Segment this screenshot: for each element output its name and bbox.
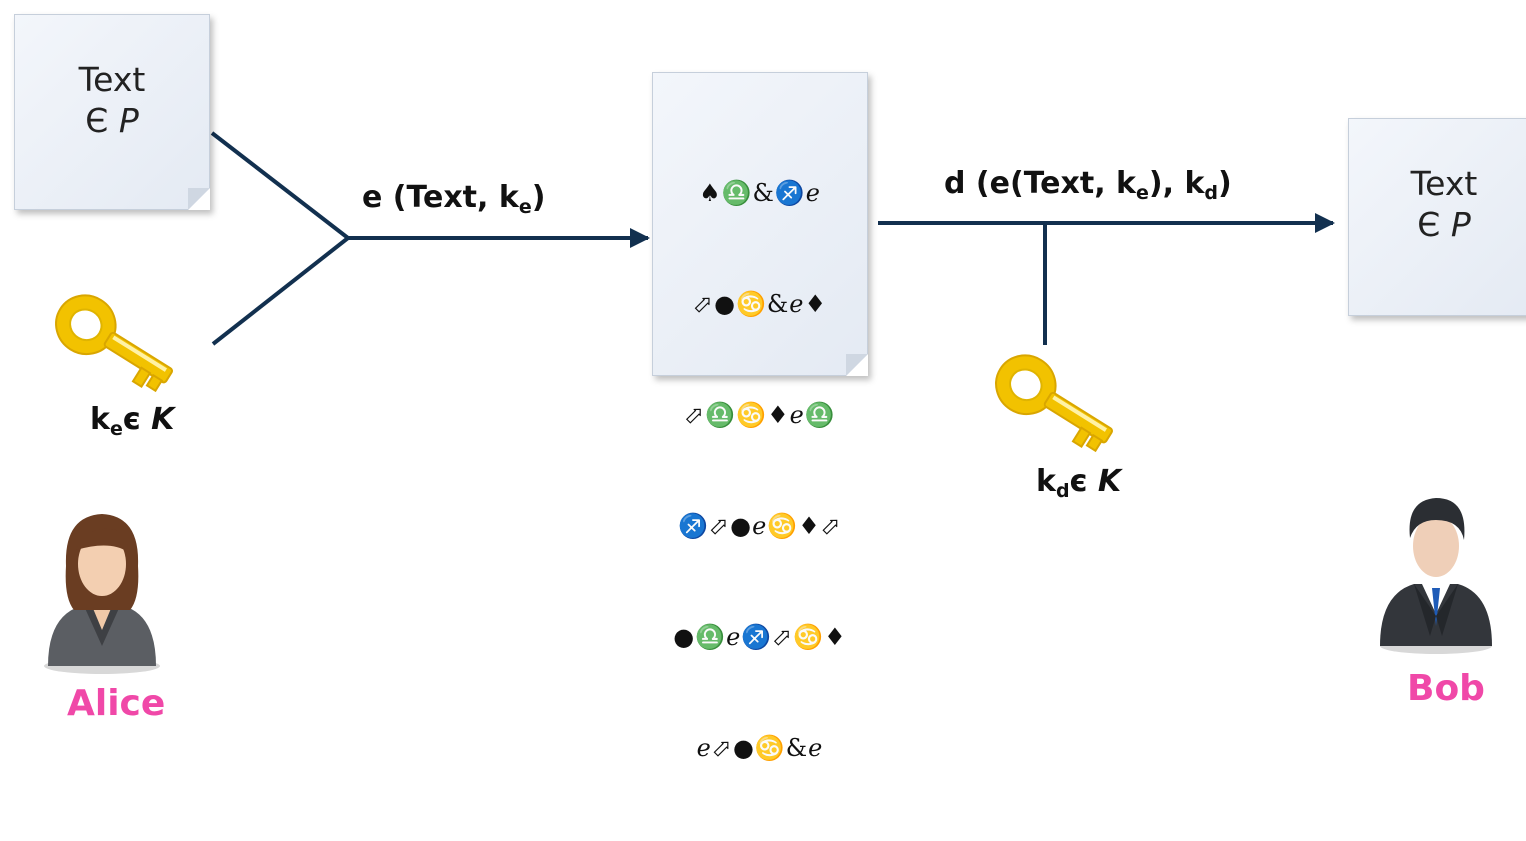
received-set: P: [1450, 205, 1471, 245]
decrypt-label-sub1: e: [1136, 182, 1149, 204]
key-input-line: [211, 236, 350, 346]
ciphertext-line: ♐⬀●ℯ♋♦⬀: [678, 512, 842, 540]
encryption-key-icon: [55, 294, 174, 393]
ciphertext-line: ♠♎&♐ℯ: [699, 179, 821, 207]
key-sub: d: [1055, 480, 1070, 502]
received-document: Text Є P: [1348, 118, 1526, 316]
key-letter: k: [1036, 464, 1056, 499]
encryption-key-label: keє K: [90, 402, 174, 440]
ciphertext-line: ⬀♎♋♦ℯ♎: [684, 401, 836, 429]
decrypt-function-label: d (e(Text, ke), kd): [944, 166, 1232, 204]
ciphertext-line: ℯ⬀●♋&ℯ: [696, 734, 824, 762]
encrypt-function-label: e (Text, ke): [362, 180, 545, 218]
key-set: K: [1097, 464, 1122, 499]
decrypt-label-prefix: d (e(Text, k: [944, 166, 1136, 201]
membership-symbol: Є: [85, 101, 109, 141]
plaintext-input-line: [210, 131, 350, 240]
encrypt-label-sub: e: [518, 196, 532, 218]
decrypt-label-suffix: ): [1218, 166, 1232, 201]
alice-avatar-icon: [44, 514, 160, 674]
ciphertext-document: ♠♎&♐ℯ ⬀●♋&ℯ♦ ⬀♎♋♦ℯ♎ ♐⬀●ℯ♋♦⬀ ●♎ℯ♐⬀♋♦ ℯ⬀●♋…: [652, 72, 868, 762]
encrypt-label-prefix: e (Text, k: [362, 180, 519, 215]
plaintext-set: P: [118, 101, 139, 141]
page-fold-shade: [846, 354, 868, 376]
bob-avatar-icon: [1380, 498, 1492, 654]
membership-symbol: є: [122, 402, 141, 437]
key-sub: e: [109, 418, 123, 440]
ciphertext-content: ♠♎&♐ℯ ⬀●♋&ℯ♦ ⬀♎♋♦ℯ♎ ♐⬀●ℯ♋♦⬀ ●♎ℯ♐⬀♋♦ ℯ⬀●♋…: [653, 101, 867, 841]
alice-name: Alice: [67, 683, 166, 724]
ciphertext-line: ●♎ℯ♐⬀♋♦: [673, 623, 847, 651]
plaintext-document: Text Є P: [14, 14, 210, 210]
membership-symbol: Є: [1417, 205, 1441, 245]
ciphertext-line: ⬀●♋&ℯ♦: [692, 290, 827, 318]
decrypt-label-sub2: d: [1204, 182, 1219, 204]
plaintext-label: Text: [78, 60, 146, 99]
encrypt-label-suffix: ): [531, 180, 546, 215]
decrypt-label-middle: ), k: [1148, 166, 1205, 201]
key-letter: k: [90, 402, 110, 437]
bob-name: Bob: [1407, 668, 1485, 709]
membership-symbol: є: [1069, 464, 1088, 499]
key-set: K: [151, 402, 175, 437]
decryption-key-label: kdє K: [1036, 464, 1121, 502]
page-fold-shade: [188, 188, 210, 210]
received-membership: Є P: [1349, 204, 1526, 245]
plaintext-membership: Є P: [15, 100, 209, 141]
received-label: Text: [1410, 164, 1478, 203]
decryption-key-icon: [995, 354, 1114, 453]
flow-connectors: [210, 131, 1335, 346]
